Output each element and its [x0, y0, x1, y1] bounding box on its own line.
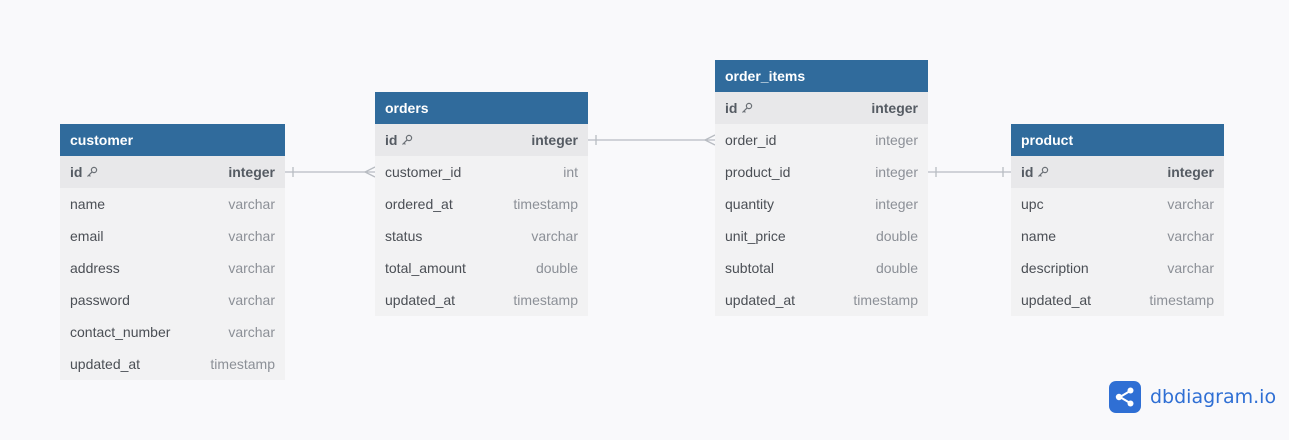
column-type: varchar [228, 292, 275, 308]
column-name: name [1021, 228, 1057, 244]
table-header[interactable]: customer [60, 124, 285, 156]
column-name: password [70, 292, 130, 308]
column-type: varchar [1167, 228, 1214, 244]
table-row[interactable]: address varchar [60, 252, 285, 284]
column-type: double [875, 228, 918, 244]
table-row[interactable]: order_id integer [715, 124, 928, 156]
table-header[interactable]: orders [375, 92, 588, 124]
brand-watermark[interactable]: dbdiagram.io [1109, 381, 1276, 413]
table-row[interactable]: updated_at timestamp [375, 284, 588, 316]
column-name: contact_number [70, 324, 171, 340]
column-name: name [70, 196, 106, 212]
column-type: integer [875, 196, 918, 212]
table-row[interactable]: contact_number varchar [60, 316, 285, 348]
table-row[interactable]: id integer [715, 92, 928, 124]
column-name: address [70, 260, 120, 276]
table-row[interactable]: customer_id int [375, 156, 588, 188]
column-type: timestamp [1149, 292, 1214, 308]
table-header[interactable]: product [1011, 124, 1224, 156]
brand-name: dbdiagram.io [1150, 386, 1277, 408]
column-type: integer [228, 164, 275, 180]
column-type: varchar [531, 228, 578, 244]
column-name: unit_price [725, 228, 786, 244]
table-row[interactable]: status varchar [375, 220, 588, 252]
table-row[interactable]: total_amount double [375, 252, 588, 284]
column-name: id [1021, 164, 1034, 180]
table-row[interactable]: product_id integer [715, 156, 928, 188]
column-type: timestamp [513, 292, 578, 308]
table-row[interactable]: description varchar [1011, 252, 1224, 284]
table-row[interactable]: email varchar [60, 220, 285, 252]
table-customer[interactable]: customer id integer name varchar email varchar… [60, 124, 285, 380]
column-type: integer [871, 100, 918, 116]
column-name: ordered_at [385, 196, 453, 212]
column-type: double [535, 260, 578, 276]
table-row[interactable]: quantity integer [715, 188, 928, 220]
table-row[interactable]: id integer [375, 124, 588, 156]
column-name: id [385, 132, 398, 148]
table-row[interactable]: updated_at timestamp [715, 284, 928, 316]
table-row[interactable]: updated_at timestamp [1011, 284, 1224, 316]
column-name: updated_at [385, 292, 456, 308]
column-name: description [1021, 260, 1089, 276]
column-type: varchar [1167, 196, 1214, 212]
table-row[interactable]: updated_at timestamp [60, 348, 285, 380]
table-row[interactable]: unit_price double [715, 220, 928, 252]
table-row[interactable]: ordered_at timestamp [375, 188, 588, 220]
column-type: varchar [228, 324, 275, 340]
column-type: integer [875, 132, 918, 148]
column-name: total_amount [385, 260, 466, 276]
column-name: updated_at [70, 356, 141, 372]
table-row[interactable]: subtotal double [715, 252, 928, 284]
column-type: timestamp [513, 196, 578, 212]
column-name: customer_id [385, 164, 462, 180]
column-name: upc [1021, 196, 1044, 212]
table-row[interactable]: name varchar [1011, 220, 1224, 252]
column-type: varchar [228, 228, 275, 244]
column-name: id [70, 164, 83, 180]
column-name: updated_at [725, 292, 796, 308]
column-type: varchar [228, 196, 275, 212]
key-icon [86, 157, 98, 177]
many-marker [703, 134, 716, 146]
column-type: integer [531, 132, 578, 148]
column-type: varchar [1167, 260, 1214, 276]
key-icon [1037, 157, 1049, 177]
column-type: varchar [228, 260, 275, 276]
column-name: quantity [725, 196, 775, 212]
column-name: id [725, 100, 738, 116]
table-row[interactable]: upc varchar [1011, 188, 1224, 220]
column-name: order_id [725, 132, 777, 148]
table-row[interactable]: id integer [1011, 156, 1224, 188]
column-name: status [385, 228, 423, 244]
key-icon [741, 93, 753, 113]
column-type: double [875, 260, 918, 276]
table-row[interactable]: password varchar [60, 284, 285, 316]
column-name: email [70, 228, 104, 244]
column-name: subtotal [725, 260, 775, 276]
column-name: updated_at [1021, 292, 1092, 308]
column-type: integer [1167, 164, 1214, 180]
table-row[interactable]: name varchar [60, 188, 285, 220]
table-row[interactable]: id integer [60, 156, 285, 188]
table-header[interactable]: order_items [715, 60, 928, 92]
column-name: product_id [725, 164, 791, 180]
column-type: integer [875, 164, 918, 180]
many-marker [363, 166, 376, 178]
column-type: int [563, 164, 578, 180]
column-type: timestamp [853, 292, 918, 308]
key-icon [401, 125, 413, 145]
column-type: timestamp [210, 356, 275, 372]
dbdiagram-logo-icon [1109, 381, 1141, 413]
